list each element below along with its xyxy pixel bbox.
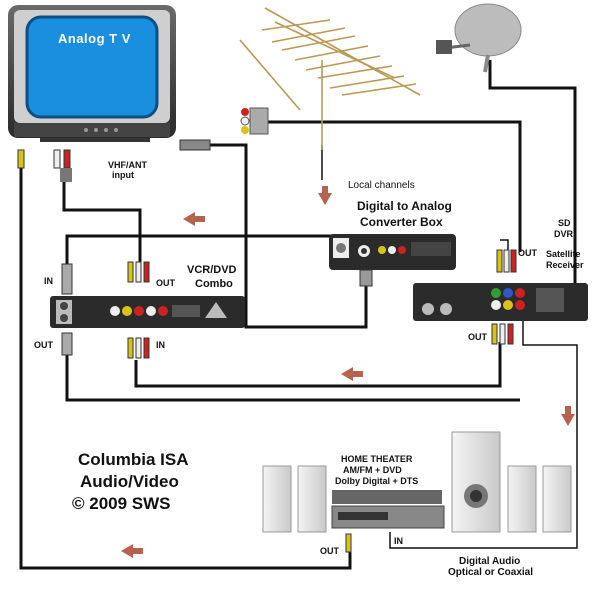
tv-rca-plugs (17, 139, 211, 182)
receiver-label-satellite: Satellite (546, 249, 581, 259)
cable-tv-rca-to-receiver (268, 120, 522, 252)
vcr-out-right-label: OUT (156, 278, 175, 288)
cable-vcr-out-coax (65, 352, 520, 402)
local-channels-label: Local channels (348, 180, 415, 191)
vcr-in-top-label: IN (44, 276, 53, 286)
digital-audio-line2: Optical or Coaxial (448, 567, 534, 578)
cable-tv-audio-to-vcr (62, 168, 142, 262)
credit-line2: Audio/Video (80, 472, 179, 491)
satellite-dish (436, 3, 522, 73)
antenna-rca-plugs (240, 107, 269, 135)
credit-line1: Columbia ISA (78, 450, 189, 469)
home-theater-line2: AM/FM + DVD (343, 465, 402, 475)
arrow-down-icon (318, 186, 332, 205)
credit-line3: © 2009 SWS (72, 494, 171, 513)
home-theater-line3: Dolby Digital + DTS (335, 476, 419, 486)
arrow-left-icon (121, 544, 143, 558)
vcr-label-line1: VCR/DVD (187, 264, 237, 276)
converter-box (329, 234, 456, 287)
analog-tv (8, 5, 176, 142)
vcr-in-bottom-label: IN (156, 340, 165, 350)
cable-tv-coax (208, 143, 368, 329)
vhf-input-label: input (112, 170, 134, 180)
receiver-label-receiver: Receiver (546, 260, 584, 270)
tv-screen (25, 15, 159, 119)
signal-arrows (121, 186, 575, 558)
cables (19, 60, 578, 570)
converter-title-line2: Converter Box (360, 215, 443, 229)
arrow-down-icon (561, 406, 575, 426)
digital-audio-line1: Digital Audio (459, 556, 521, 567)
vcr-out-bottom-label: OUT (34, 340, 53, 350)
cable-digital-audio (389, 312, 578, 549)
arrow-left-icon (341, 367, 363, 381)
converter-title-line1: Digital to Analog (357, 199, 452, 213)
vcr-label-line2: Combo (195, 278, 233, 290)
vhf-ant-label: VHF/ANT (108, 160, 147, 170)
tv-screen-label: Analog T V (58, 31, 131, 46)
cable-vcr-av-in (134, 342, 502, 388)
receiver-out-top-label: OUT (518, 248, 537, 258)
satellite-receiver (413, 249, 588, 345)
home-theater-out-label: OUT (320, 546, 339, 556)
receiver-label-sd: SD (558, 218, 571, 228)
cable-tv-to-home-theater (19, 160, 352, 570)
vcr-dvd-combo (50, 261, 245, 359)
arrow-left-icon (183, 212, 205, 226)
receiver-label-dvr: DVR (554, 229, 574, 239)
home-theater-in-label: IN (394, 536, 403, 546)
home-theater-system (262, 431, 572, 553)
receiver-out-bottom-label: OUT (468, 332, 487, 342)
tv-antenna (239, 7, 421, 150)
home-theater-line1: HOME THEATER (341, 454, 413, 464)
